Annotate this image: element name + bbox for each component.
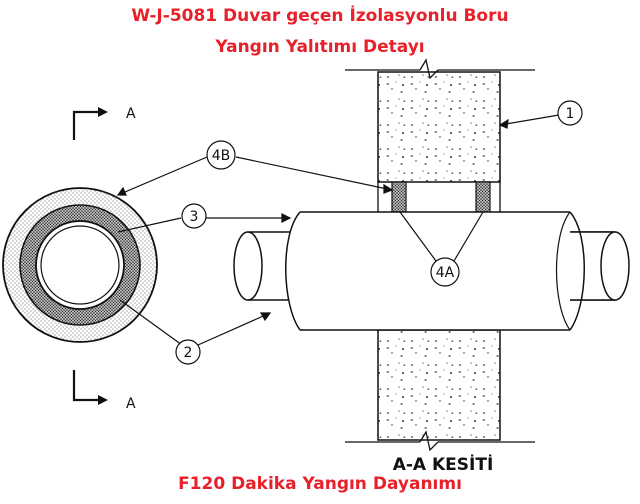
- leader-lines: [116, 114, 560, 346]
- callout-2: 2: [175, 339, 201, 365]
- callout-4b: 4B: [206, 140, 236, 170]
- sealant-4a: [377, 181, 501, 213]
- callout-3-label: 3: [190, 209, 199, 225]
- callout-4b-label: 4B: [212, 148, 231, 164]
- section-marker-bottom: A: [72, 370, 136, 412]
- section-label: A-A KESİTİ: [392, 455, 494, 475]
- insulated-pipe-side-view: [233, 211, 630, 331]
- section-mark-top-label: A: [126, 106, 136, 122]
- pipe-cross-section: [2, 187, 158, 343]
- title-line-1: W-J-5081 Duvar geçen İzolasyonlu Boru: [131, 6, 509, 26]
- section-marker-top: A: [72, 106, 136, 140]
- footer-note: F120 Dakika Yangın Dayanımı: [178, 474, 462, 494]
- wall-lower: [345, 329, 535, 452]
- callout-1: 1: [557, 100, 583, 126]
- callout-2-label: 2: [184, 345, 193, 361]
- wall-upper: [345, 58, 535, 183]
- callout-4a-label: 4A: [436, 265, 455, 281]
- section-mark-bottom-label: A: [126, 396, 136, 412]
- callout-3: 3: [181, 203, 207, 229]
- callout-4a: 4A: [430, 257, 460, 287]
- callout-1-label: 1: [566, 106, 575, 122]
- title-line-2: Yangın Yalıtımı Detayı: [215, 37, 425, 57]
